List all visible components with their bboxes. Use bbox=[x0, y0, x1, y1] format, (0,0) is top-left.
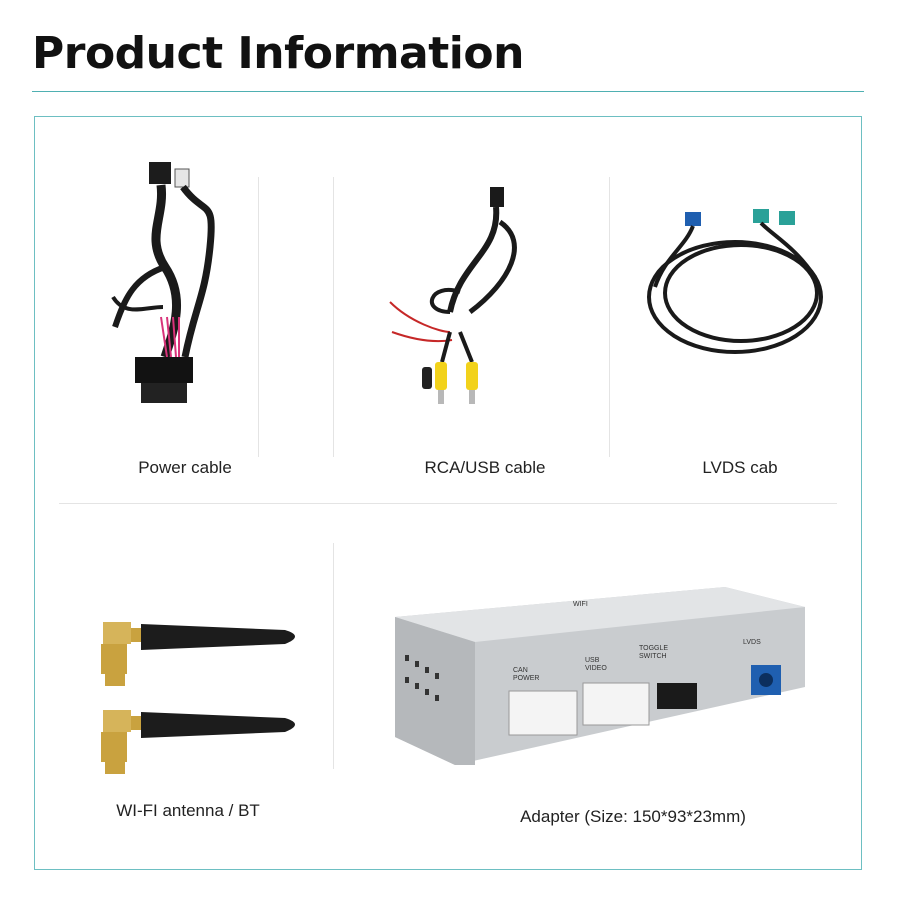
column-divider bbox=[609, 177, 610, 457]
usb-video-port-label: USB VIDEO bbox=[585, 657, 607, 672]
wifi-antenna-icon bbox=[101, 622, 295, 774]
column-divider bbox=[333, 177, 334, 457]
can-power-port-label: CAN POWER bbox=[513, 667, 540, 682]
rca-usb-cable-icon bbox=[389, 187, 517, 404]
toggle-switch-port-label: TOGGLE SWITCH bbox=[639, 645, 669, 660]
power-cable-label: Power cable bbox=[138, 458, 232, 477]
wifi-antenna-label: WI-FI antenna / BT bbox=[116, 801, 260, 820]
adapter-box-icon: CAN POWER USB VIDEO TOGGLE SWITCH LVDS W… bbox=[395, 587, 805, 767]
page-title: Product Information bbox=[32, 28, 524, 79]
power-cable-harness-icon bbox=[111, 162, 215, 403]
lvds-cable-icon bbox=[647, 209, 823, 354]
product-panel: Power cable RCA/USB cable LVDS cab bbox=[34, 116, 862, 870]
lvds-cable-label: LVDS cab bbox=[702, 458, 778, 477]
row-divider bbox=[59, 503, 837, 504]
rca-usb-cable-label: RCA/USB cable bbox=[424, 458, 546, 477]
wifi-port-label: WIFI bbox=[573, 601, 588, 608]
column-divider bbox=[258, 177, 259, 457]
adapter-label: Adapter (Size: 150*93*23mm) bbox=[520, 807, 746, 826]
lvds-port-label: LVDS bbox=[743, 639, 761, 646]
title-divider bbox=[32, 91, 864, 92]
column-divider bbox=[333, 543, 334, 769]
